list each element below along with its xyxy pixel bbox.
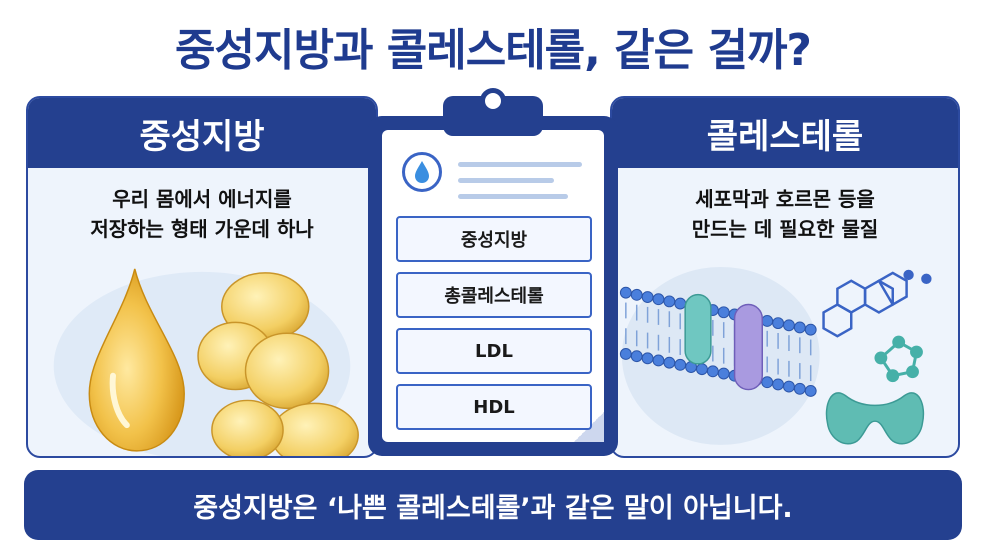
lipid-head <box>761 376 774 389</box>
fat-cell <box>244 332 330 410</box>
lipid-head <box>761 315 774 327</box>
list-item-hdl: HDL <box>396 384 592 430</box>
lipid-head <box>772 378 785 391</box>
cholesterol-description: 세포막과 호르몬 등을 만드는 데 필요한 물질 <box>612 184 958 244</box>
lipid-head <box>619 348 632 360</box>
footer-text: 중성지방은 ‘나쁜 콜레스테롤’과 같은 말이 아닙니다. <box>193 492 793 524</box>
lipid-head <box>674 358 687 371</box>
list-item-ldl: LDL <box>396 328 592 374</box>
triglyceride-desc-line2: 저장하는 형태 가운데 하나 <box>90 217 314 241</box>
lipid-head <box>630 350 643 363</box>
lipid-head <box>641 352 654 365</box>
lipid-head <box>652 293 665 306</box>
fat-cell <box>211 399 284 456</box>
page-title: 중성지방과 콜레스테롤, 같은 걸까? <box>175 25 812 76</box>
lipid-head <box>674 297 687 310</box>
triglyceride-description: 우리 몸에서 에너지를 저장하는 형태 가운데 하나 <box>28 184 376 244</box>
doc-line <box>458 178 554 183</box>
list-item-triglyceride: 중성지방 <box>396 216 592 262</box>
membrane-protein <box>684 293 712 365</box>
cholesterol-heading: 콜레스테롤 <box>612 98 958 168</box>
lipid-head <box>783 380 795 393</box>
footer-banner: 중성지방은 ‘나쁜 콜레스테롤’과 같은 말이 아닙니다. <box>24 470 962 540</box>
lipid-head <box>717 367 730 380</box>
fat-illustration <box>53 268 359 456</box>
triglyceride-panel: 중성지방 우리 몸에서 에너지를 저장하는 형태 가운데 하나 <box>26 96 378 458</box>
cholesterol-desc-line2: 만드는 데 필요한 물질 <box>691 217 879 241</box>
cholesterol-panel: 콜레스테롤 세포막과 호르몬 등을 만드는 데 필요한 물질 <box>610 96 960 458</box>
doc-line <box>458 162 582 167</box>
lipid-head <box>696 363 708 376</box>
lipid-head <box>630 288 643 301</box>
lipid-head <box>663 356 676 369</box>
lipid-head <box>793 382 806 395</box>
lipid-head <box>804 385 817 397</box>
lipid-head <box>804 323 817 336</box>
lipid-head <box>641 291 654 303</box>
membrane-illustration <box>619 266 932 445</box>
lipid-head <box>772 317 785 330</box>
triglyceride-heading: 중성지방 <box>28 98 376 168</box>
doc-line <box>458 194 568 199</box>
thyroid-gland-icon <box>825 392 925 445</box>
steroid-molecule-icon <box>822 269 932 338</box>
lipid-head <box>706 365 719 378</box>
water-drop-icon <box>402 152 442 192</box>
membrane-protein <box>733 303 764 391</box>
cholesterol-desc-line1: 세포막과 호르몬 등을 <box>695 187 875 211</box>
lipid-head <box>717 306 730 319</box>
list-item-total-cholesterol: 총콜레스테롤 <box>396 272 592 318</box>
lipid-head <box>619 286 632 299</box>
lipid-head <box>793 321 806 334</box>
lipid-head <box>652 354 665 367</box>
clipboard-clip-ring <box>480 88 506 114</box>
triglyceride-desc-line1: 우리 몸에서 에너지를 <box>112 187 292 211</box>
lipid-head <box>783 319 795 332</box>
ring-molecule-icon <box>874 335 923 383</box>
lipid-head <box>663 295 676 308</box>
